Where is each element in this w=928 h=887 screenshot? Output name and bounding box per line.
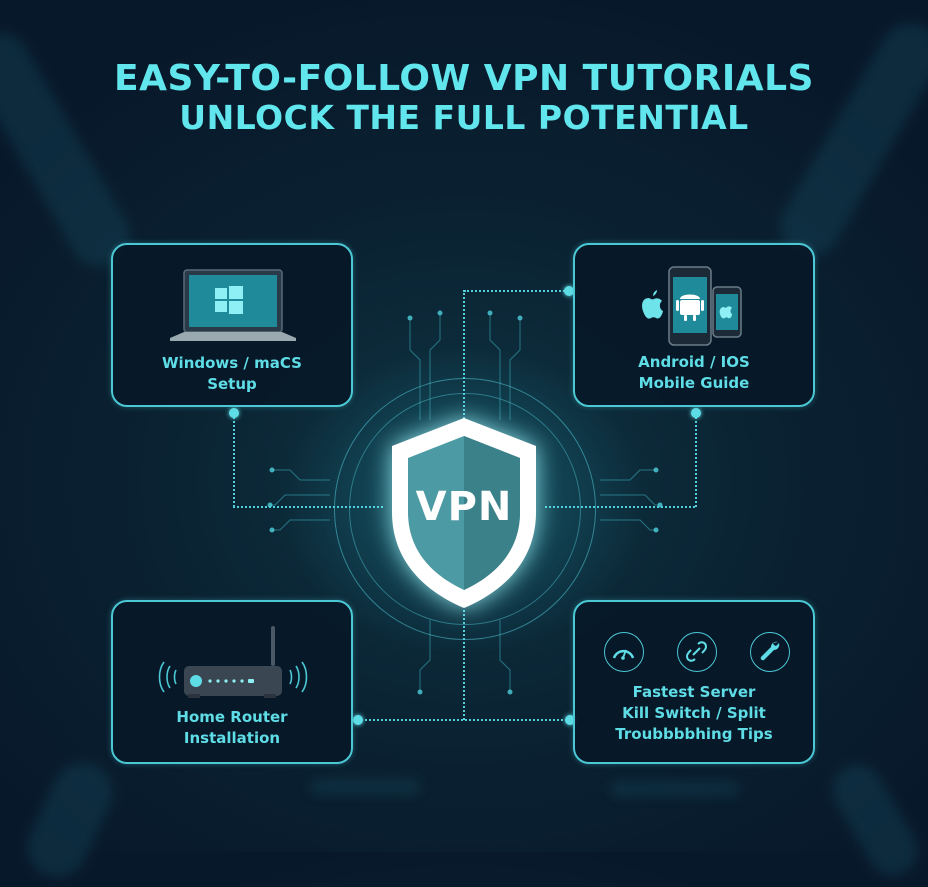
connector-line bbox=[463, 290, 465, 430]
card-features-label: Fastest Server Kill Switch / Split Troub… bbox=[575, 682, 813, 745]
link-icon[interactable] bbox=[677, 632, 717, 672]
card-desktop-label: Windows / maCS Setup bbox=[113, 353, 351, 395]
feature-troubleshooting-tips[interactable]: Troubbbbhing Tips bbox=[615, 725, 773, 743]
subheadline: UNLOCK THE FULL POTENTIAL bbox=[179, 98, 749, 137]
card-router-line-1: Home Router bbox=[176, 708, 288, 726]
laptop-windows-icon bbox=[170, 269, 296, 341]
android-icon bbox=[676, 294, 704, 321]
apple-icon bbox=[642, 290, 663, 319]
connector-node bbox=[564, 286, 574, 296]
feature-kill-switch-split[interactable]: Kill Switch / Split bbox=[622, 704, 766, 722]
connector-node bbox=[565, 715, 575, 725]
connector-line bbox=[545, 506, 695, 508]
card-mobile-line-2: Mobile Guide bbox=[638, 374, 750, 392]
background-streak bbox=[610, 782, 740, 796]
connector-node bbox=[691, 408, 701, 418]
connector-node bbox=[353, 715, 363, 725]
background-streak bbox=[310, 780, 420, 794]
card-mobile-line-1: Android / IOS bbox=[638, 353, 750, 371]
glow-ring-outer bbox=[334, 378, 596, 640]
card-desktop-line-1: Windows / maCS bbox=[162, 354, 302, 372]
connector-line bbox=[695, 412, 697, 507]
wifi-waves-icon bbox=[158, 661, 308, 693]
card-desktop-line-2: Setup bbox=[207, 375, 257, 393]
card-desktop-setup[interactable]: Windows / maCS Setup bbox=[111, 243, 353, 407]
card-features[interactable]: Fastest Server Kill Switch / Split Troub… bbox=[573, 600, 815, 764]
headline: EASY-TO-FOLLOW VPN TUTORIALS bbox=[114, 58, 814, 99]
glow-ring-inner bbox=[349, 393, 581, 625]
wrench-icon[interactable] bbox=[750, 632, 790, 672]
phones-android-apple-icon bbox=[642, 266, 742, 346]
connector-line bbox=[463, 610, 465, 720]
speedometer-icon[interactable] bbox=[604, 632, 644, 672]
vpn-shield: VPN bbox=[384, 412, 544, 612]
vpn-label: VPN bbox=[415, 484, 513, 530]
connector-line bbox=[464, 290, 568, 292]
router-icon bbox=[158, 626, 308, 698]
card-home-router[interactable]: Home Router Installation bbox=[111, 600, 353, 764]
card-router-label: Home Router Installation bbox=[113, 707, 351, 749]
feature-fastest-server[interactable]: Fastest Server bbox=[632, 683, 756, 701]
card-mobile-guide[interactable]: Android / IOS Mobile Guide bbox=[573, 243, 815, 407]
shield-icon bbox=[392, 418, 536, 608]
card-router-line-2: Installation bbox=[183, 729, 281, 747]
connector-line bbox=[233, 412, 235, 507]
connector-node bbox=[229, 408, 239, 418]
card-mobile-label: Android / IOS Mobile Guide bbox=[575, 352, 813, 394]
connector-line bbox=[358, 719, 570, 721]
connector-line bbox=[233, 506, 383, 508]
